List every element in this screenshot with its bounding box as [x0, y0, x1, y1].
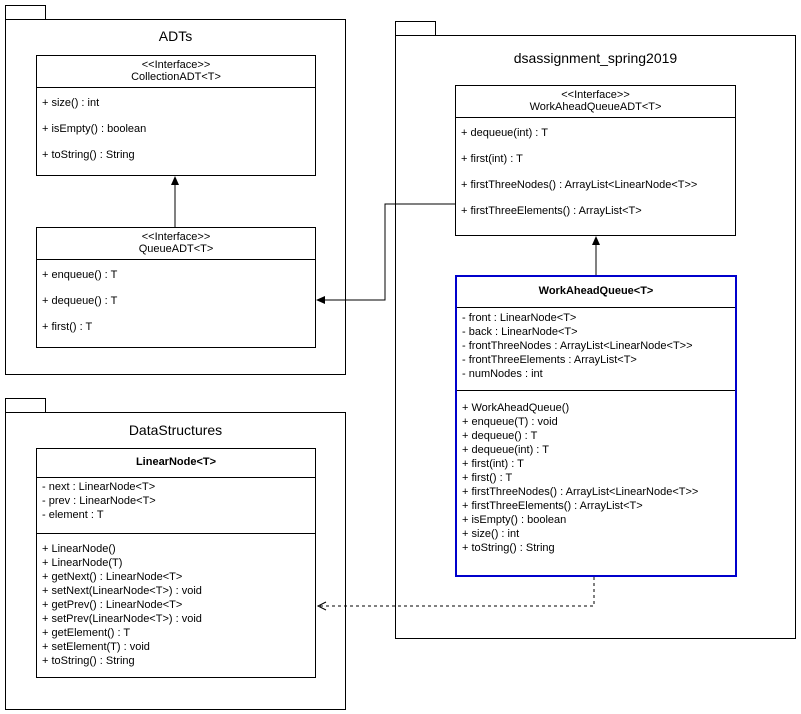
work-ahead-queue-header: WorkAheadQueue<T> [457, 277, 735, 308]
operation: + setNext(LinearNode<T>) : void [42, 585, 202, 597]
queue-adt-class[interactable]: <<Interface>> QueueADT<T> + enqueue() : … [36, 227, 316, 348]
operation: + setElement(T) : void [42, 641, 150, 653]
attribute: - frontThreeNodes : ArrayList<LinearNode… [462, 340, 693, 352]
operation: + firstThreeElements() : ArrayList<T> [462, 500, 643, 512]
operation: + first(int) : T [461, 153, 523, 165]
operation: + setPrev(LinearNode<T>) : void [42, 613, 202, 625]
work-ahead-queue-adt-class[interactable]: <<Interface>> WorkAheadQueueADT<T> + deq… [455, 85, 736, 236]
operation: + enqueue(T) : void [462, 416, 558, 428]
datastructures-package-title: DataStructures [128, 422, 223, 438]
operation: + getPrev() : LinearNode<T> [42, 599, 183, 611]
operation: + toString() : String [42, 655, 135, 667]
collection-adt-stereotype: <<Interface>> [141, 59, 211, 71]
operation: + LinearNode(T) [42, 557, 123, 569]
operation: + size() : int [462, 528, 520, 540]
operation: + dequeue() : T [42, 295, 118, 307]
workaheadadt-extends-queue-edge [316, 203, 455, 304]
adts-package-title: ADTs [158, 28, 193, 44]
queue-adt-header: <<Interface>> QueueADT<T> [37, 228, 315, 260]
collection-adt-header: <<Interface>> CollectionADT<T> [37, 56, 315, 88]
operation: + toString() : String [462, 542, 555, 554]
collection-adt-operations: + size() : int + isEmpty() : boolean + t… [37, 88, 315, 178]
linear-node-operations: + LinearNode() + LinearNode(T) + getNext… [37, 534, 315, 671]
operation: + first() : T [42, 321, 93, 333]
workaheadqueue-implements-adt-edge [592, 236, 600, 275]
work-ahead-queue-adt-header: <<Interface>> WorkAheadQueueADT<T> [456, 86, 735, 118]
work-ahead-queue-adt-name: WorkAheadQueueADT<T> [529, 101, 662, 113]
operation: + first() : T [462, 472, 513, 484]
attribute: - back : LinearNode<T> [462, 326, 578, 338]
work-ahead-queue-name: WorkAheadQueue<T> [538, 285, 654, 297]
queue-adt-stereotype: <<Interface>> [141, 231, 211, 243]
operation: + enqueue() : T [42, 269, 118, 281]
operation: + WorkAheadQueue() [462, 402, 570, 414]
collection-adt-class[interactable]: <<Interface>> CollectionADT<T> + size() … [36, 55, 316, 176]
operation: + firstThreeElements() : ArrayList<T> [461, 205, 642, 217]
operation: + getNext() : LinearNode<T> [42, 571, 183, 583]
workaheadqueue-uses-linearnode-edge [316, 577, 595, 611]
collection-adt-name: CollectionADT<T> [131, 71, 221, 83]
operation: + isEmpty() : boolean [462, 514, 567, 526]
linear-node-class[interactable]: LinearNode<T> - next : LinearNode<T> - p… [36, 448, 316, 678]
work-ahead-queue-adt-operations: + dequeue(int) : T + first(int) : T + fi… [456, 118, 735, 234]
operation: + getElement() : T [42, 627, 131, 639]
linear-node-header: LinearNode<T> [37, 449, 315, 478]
work-ahead-queue-attributes: - front : LinearNode<T> - back : LinearN… [457, 308, 735, 391]
queue-adt-operations: + enqueue() : T + dequeue() : T + first(… [37, 260, 315, 350]
attribute: - element : T [42, 509, 104, 521]
operation: + isEmpty() : boolean [42, 123, 147, 135]
operation: + size() : int [42, 97, 100, 109]
operation: + firstThreeNodes() : ArrayList<LinearNo… [461, 179, 698, 191]
work-ahead-queue-operations: + WorkAheadQueue() + enqueue(T) : void +… [457, 391, 735, 558]
attribute: - next : LinearNode<T> [42, 481, 156, 493]
operation: + first(int) : T [462, 458, 524, 470]
linear-node-attributes: - next : LinearNode<T> - prev : LinearNo… [37, 478, 315, 534]
dsassignment-package-title: dsassignment_spring2019 [513, 50, 678, 66]
work-ahead-queue-class[interactable]: WorkAheadQueue<T> - front : LinearNode<T… [455, 275, 737, 577]
attribute: - front : LinearNode<T> [462, 312, 577, 324]
operation: + dequeue(int) : T [462, 444, 549, 456]
operation: + dequeue() : T [462, 430, 538, 442]
operation: + LinearNode() [42, 543, 116, 555]
linear-node-name: LinearNode<T> [135, 456, 217, 468]
attribute: - numNodes : int [462, 368, 543, 380]
queue-extends-collection-edge [171, 176, 179, 227]
operation: + firstThreeNodes() : ArrayList<LinearNo… [462, 486, 699, 498]
queue-adt-name: QueueADT<T> [138, 243, 214, 255]
attribute: - frontThreeElements : ArrayList<T> [462, 354, 637, 366]
attribute: - prev : LinearNode<T> [42, 495, 156, 507]
work-ahead-queue-adt-stereotype: <<Interface>> [561, 89, 630, 101]
operation: + dequeue(int) : T [461, 127, 548, 139]
operation: + toString() : String [42, 149, 135, 161]
